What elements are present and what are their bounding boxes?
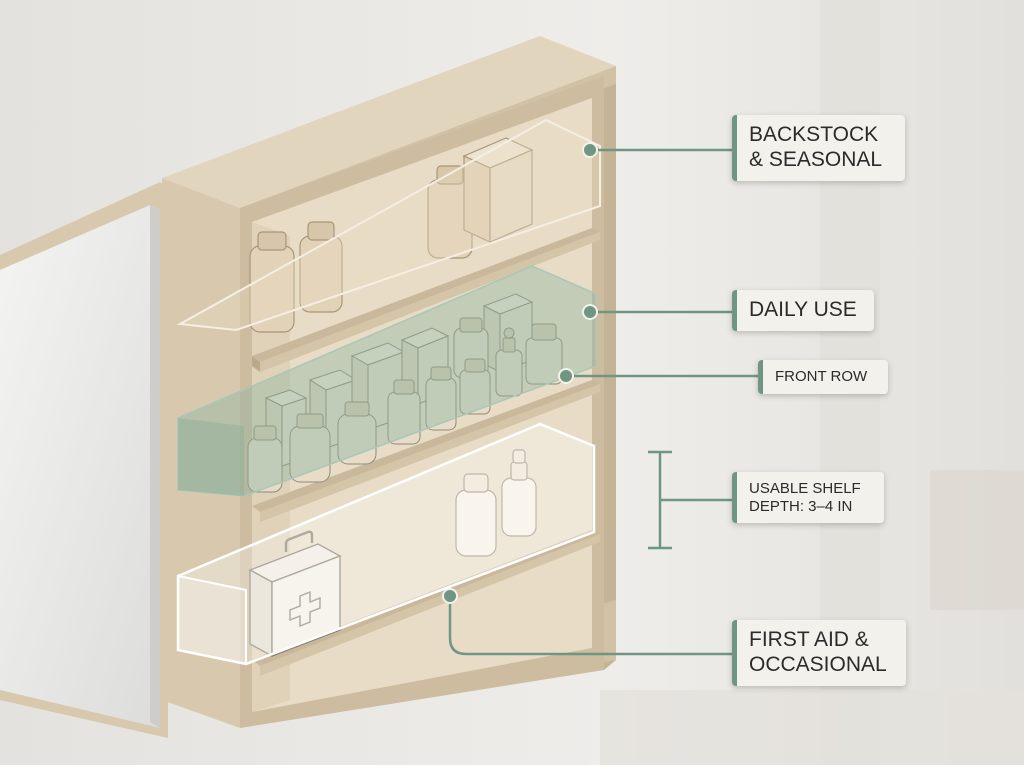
callout-shelf-depth-line1: USABLE SHELF — [749, 480, 861, 497]
callout-backstock-line1: BACKSTOCK — [749, 123, 879, 146]
callout-shelf-depth: USABLE SHELF DEPTH: 3–4 IN — [732, 472, 884, 524]
leader-backstock — [582, 142, 734, 158]
leader-first-aid — [442, 588, 734, 656]
zone-daily-use — [177, 265, 597, 497]
depth-bracket — [648, 450, 734, 550]
bottle — [299, 221, 343, 313]
callout-daily-use: DAILY USE — [732, 290, 874, 331]
callout-front-row: FRONT ROW — [758, 360, 888, 394]
first-aid-kit-icon — [248, 530, 342, 658]
shelf-top — [252, 228, 600, 372]
bottom-shelf-items — [248, 449, 537, 658]
leader-front-row — [558, 368, 760, 384]
box — [462, 137, 534, 243]
leader-daily-use — [582, 304, 734, 320]
bottle — [387, 379, 421, 445]
bottle — [247, 425, 283, 493]
bottle — [425, 366, 457, 431]
mirror-door — [0, 182, 168, 738]
top-shelf-items — [249, 137, 534, 333]
callout-front-row-line1: FRONT ROW — [775, 368, 868, 385]
bottle — [455, 473, 497, 557]
callout-first-aid-line2: OCCASIONAL — [749, 652, 887, 676]
zone-first-aid — [176, 422, 596, 666]
bottle — [459, 358, 491, 415]
shelf-middle — [252, 380, 600, 522]
dropper-bottle — [495, 327, 523, 397]
blurred-counter — [600, 690, 1024, 765]
callout-daily-use-line1: DAILY USE — [749, 298, 857, 321]
callout-shelf-depth-line2: DEPTH: 3–4 IN — [749, 497, 853, 515]
spray-bottle — [501, 449, 537, 537]
blurred-object — [930, 470, 1024, 610]
callout-first-aid: FIRST AID & OCCASIONAL — [732, 620, 906, 686]
bottle — [525, 323, 563, 385]
callout-first-aid-line1: FIRST AID & — [749, 628, 869, 651]
callout-backstock: BACKSTOCK & SEASONAL — [732, 115, 905, 181]
callout-backstock-line2: & SEASONAL — [749, 147, 883, 171]
zone-backstock — [176, 118, 601, 332]
